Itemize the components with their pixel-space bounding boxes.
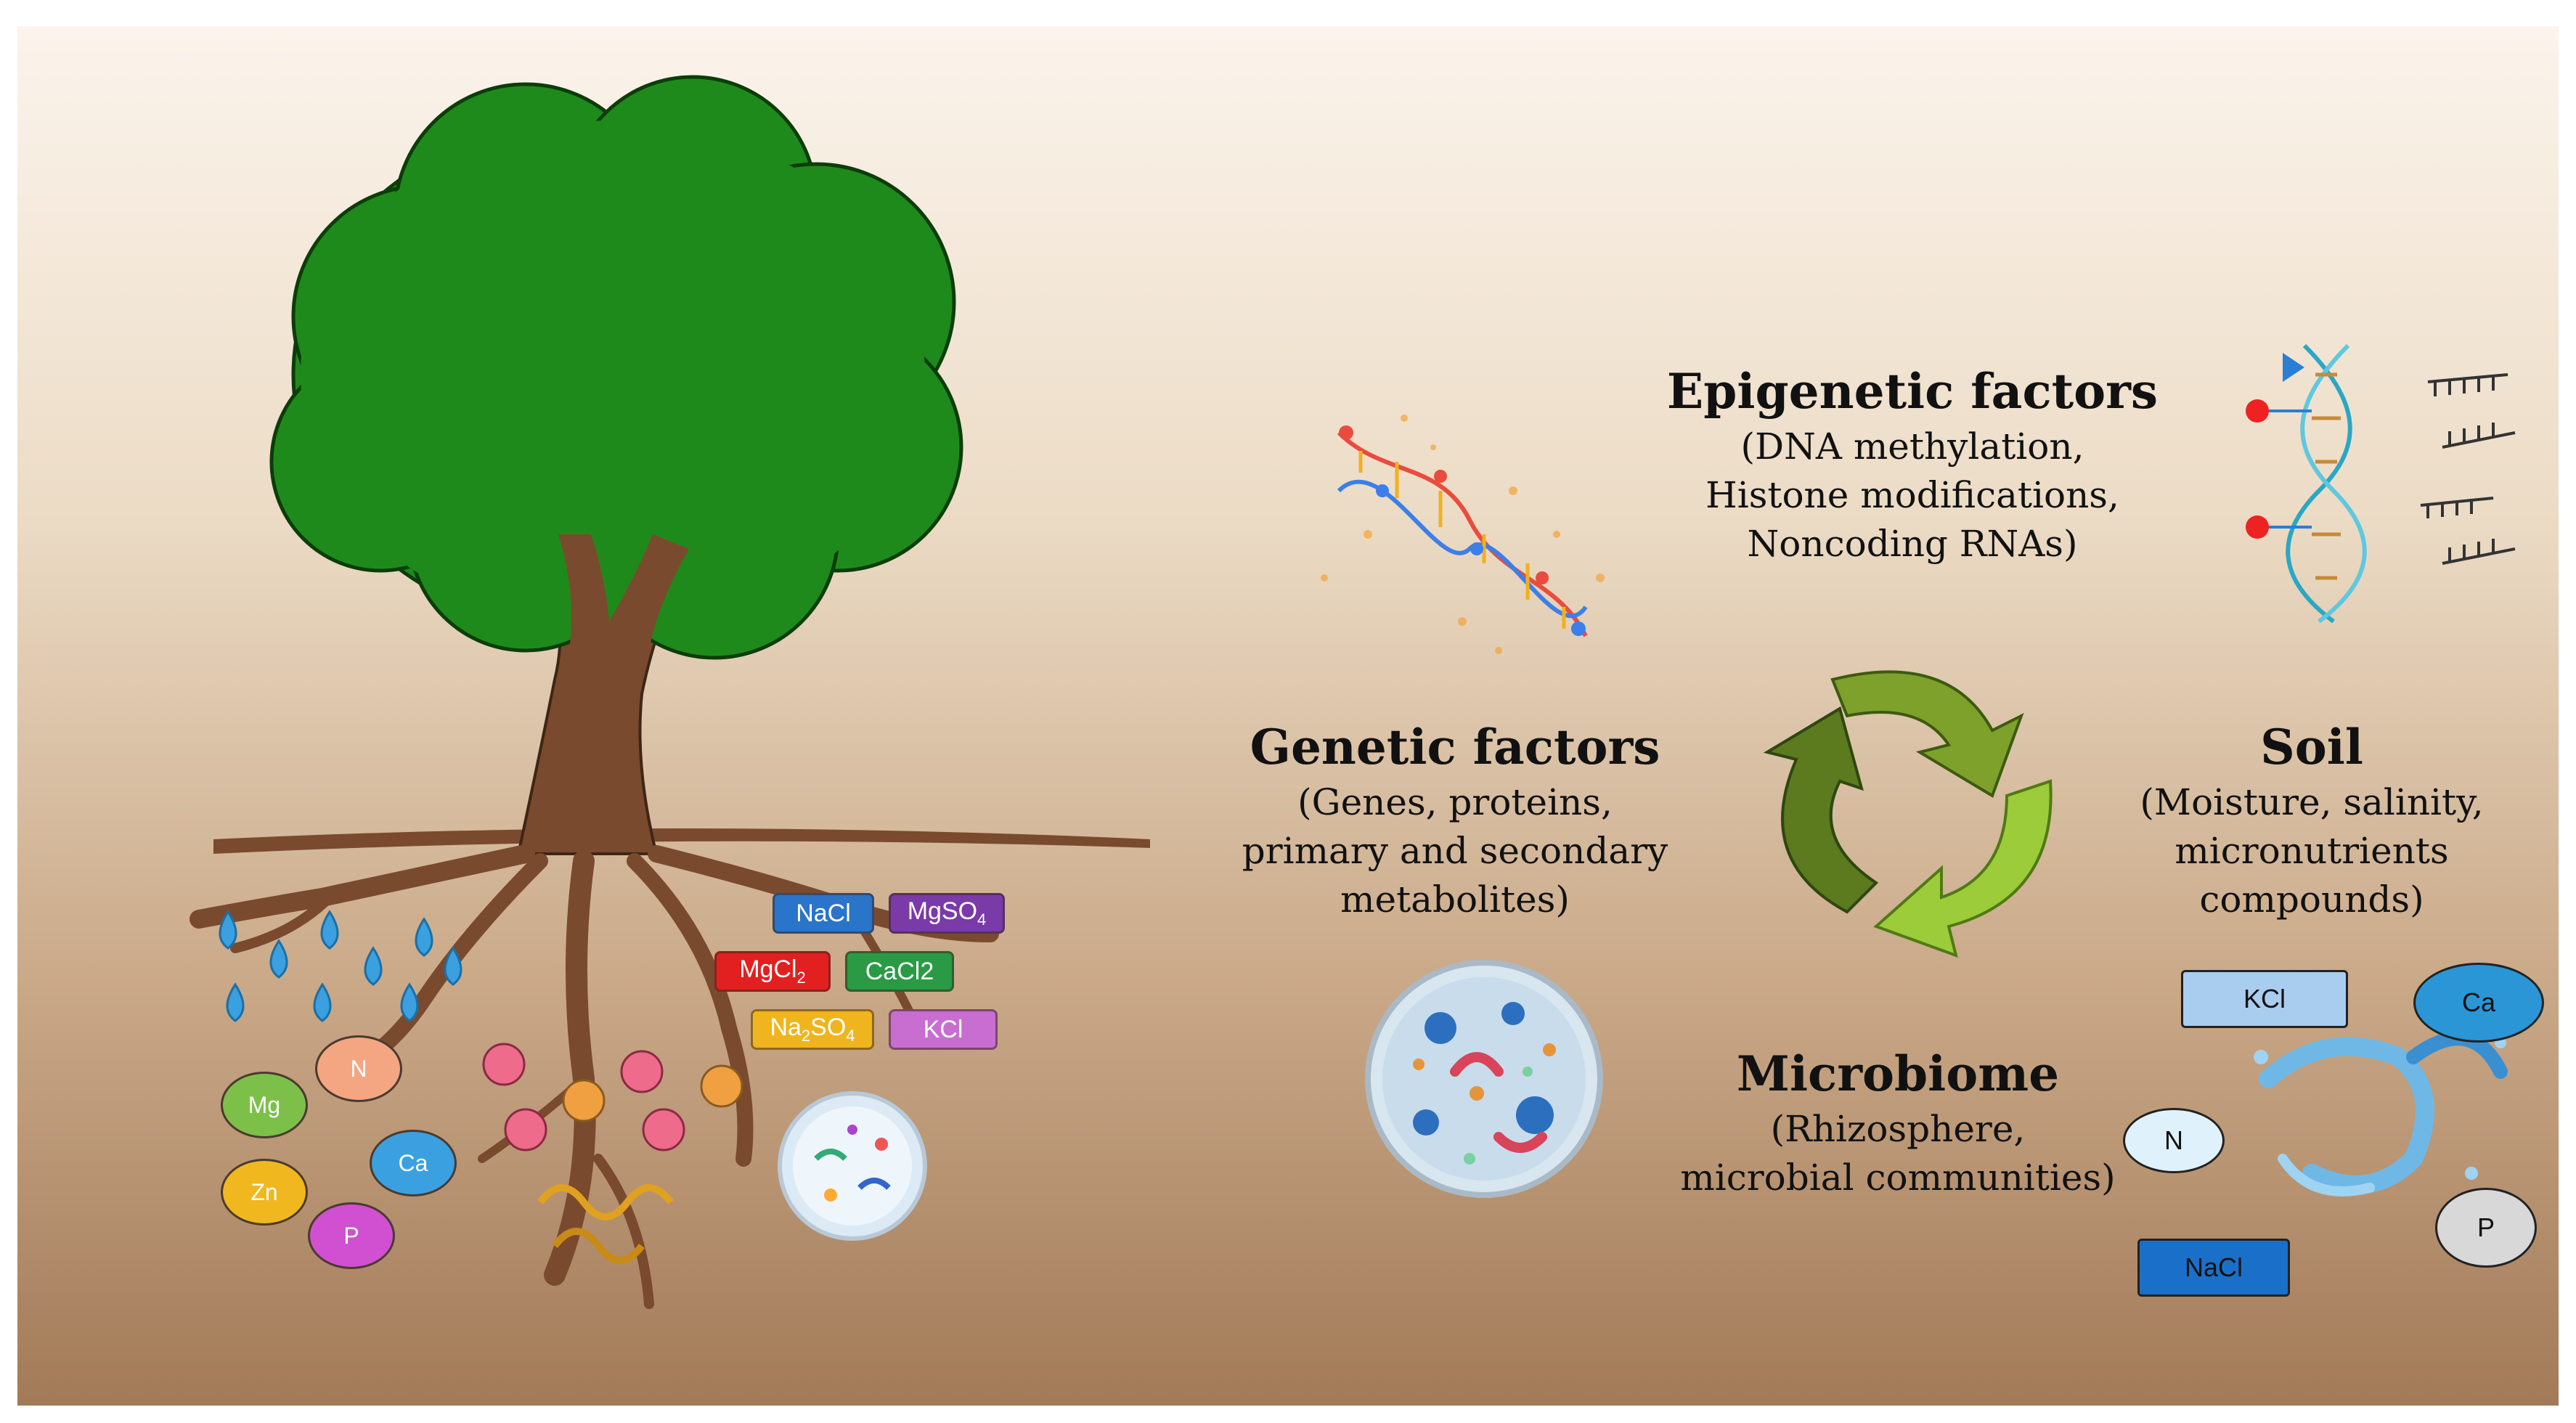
salt-mgso4-box: MgSO4 <box>889 893 1005 934</box>
root-microbes <box>482 1043 743 1264</box>
genetic-line-1: (Genes, proteins, <box>1297 781 1613 823</box>
nutrient-n-oval: N <box>315 1035 402 1102</box>
soil-kcl-chip: KCl <box>2181 970 2348 1028</box>
salt-cacl2-text: CaCl2 <box>865 957 934 985</box>
salt-na2so4-text: Na2SO4 <box>770 1014 855 1045</box>
nutrient-p-oval: P <box>308 1202 395 1269</box>
soil-nacl-chip: NaCl <box>2137 1239 2290 1297</box>
dna-methylation-icon <box>2246 343 2516 624</box>
nutrient-mg-oval: Mg <box>221 1072 308 1138</box>
soil-title: Soil <box>2260 719 2363 775</box>
genetic-title: Genetic factors <box>1250 719 1660 775</box>
epigenetic-factors-label: Epigenetic factors (DNA methylation, His… <box>1607 360 2217 568</box>
salt-mgcl2-text: MgCl2 <box>739 955 806 987</box>
salt-na2so4-box: Na2SO4 <box>751 1009 874 1050</box>
soil-p-chip: P <box>2435 1188 2537 1268</box>
epigenetic-line-2: Histone modifications, <box>1705 474 2119 516</box>
nutrient-ca-oval: Ca <box>370 1130 457 1196</box>
genetic-line-2: primary and secondary <box>1242 830 1668 872</box>
microbiome-line-2: microbial communities) <box>1680 1157 2116 1199</box>
soil-n-chip: N <box>2123 1108 2225 1173</box>
figure-canvas: Epigenetic factors (DNA methylation, His… <box>17 26 2559 1406</box>
epigenetic-line-1: (DNA methylation, <box>1740 425 2084 468</box>
soil-ca-chip: Ca <box>2413 963 2544 1043</box>
genetic-line-3: metabolites) <box>1340 878 1570 921</box>
root-petri-dish <box>778 1091 927 1241</box>
dna-helix-genetic-icon <box>1321 415 1605 654</box>
soil-label: Soil (Moisture, salinity, micronutrients… <box>2108 716 2515 924</box>
epigenetic-line-3: Noncoding RNAs) <box>1747 523 2078 565</box>
microbiome-title: Microbiome <box>1736 1045 2060 1102</box>
salt-kcl-text: KCl <box>923 1015 963 1043</box>
microbiome-petri-dish-icon <box>1365 960 1603 1198</box>
soil-line-2: micronutrients <box>2174 830 2449 872</box>
water-splash-icon <box>2254 1031 2508 1196</box>
soil-line-3: compounds) <box>2199 878 2424 921</box>
microbiome-line-1: (Rhizosphere, <box>1770 1108 2026 1150</box>
cycle-arrows-icon <box>1763 670 2053 958</box>
soil-line-1: (Moisture, salinity, <box>2140 781 2484 823</box>
salt-kcl-box: KCl <box>889 1009 998 1050</box>
salt-mgcl2-box: MgCl2 <box>714 951 831 992</box>
nutrient-zn-oval: Zn <box>221 1159 308 1226</box>
salt-nacl-box: NaCl <box>773 893 874 934</box>
tree-illustration <box>189 75 2516 1309</box>
salt-cacl2-box: CaCl2 <box>845 951 954 992</box>
salt-mgso4-text: MgSO4 <box>907 897 987 929</box>
water-drops <box>219 910 462 1022</box>
genetic-factors-label: Genetic factors (Genes, proteins, primar… <box>1194 716 1716 924</box>
epigenetic-title: Epigenetic factors <box>1666 363 2159 420</box>
microbiome-label: Microbiome (Rhizosphere, microbial commu… <box>1666 1043 2130 1202</box>
